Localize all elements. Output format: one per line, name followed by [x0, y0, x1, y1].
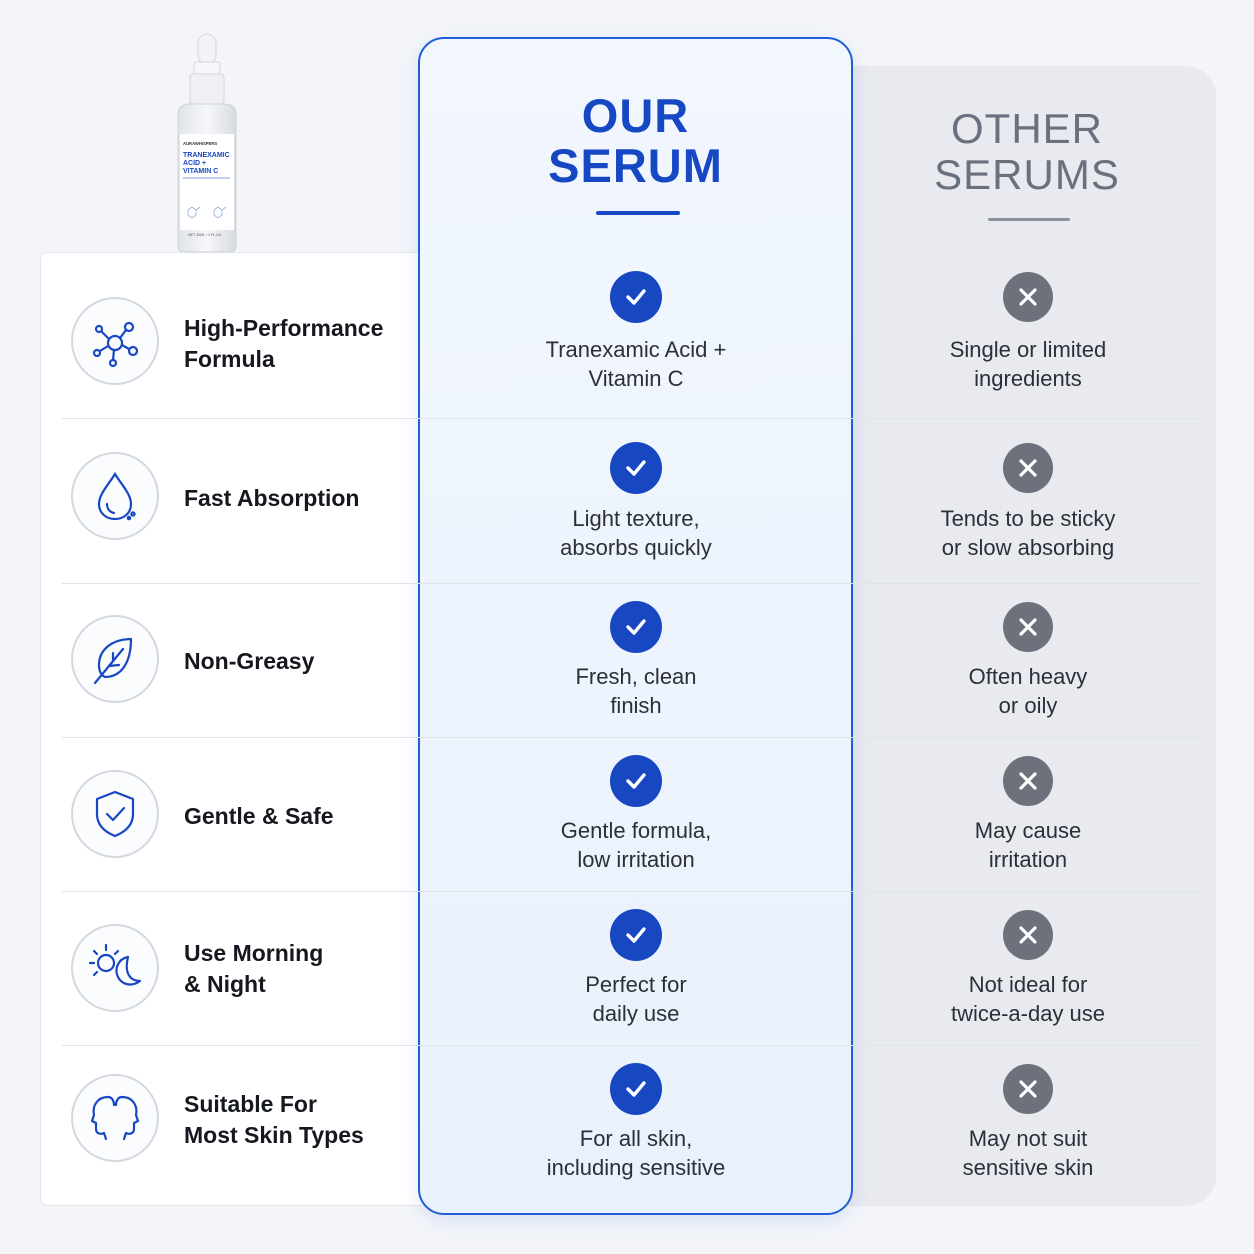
x-icon	[1003, 272, 1053, 322]
ours-cell-absorption: Light texture, absorbs quickly	[560, 506, 712, 560]
bottle-name-line-3: VITAMIN C	[183, 168, 218, 175]
check-icon	[610, 271, 662, 323]
feature-label-formula: High-Performance Formula	[184, 315, 384, 372]
other-serums-title: OTHER SERUMS	[934, 105, 1120, 198]
ours-cell-gentle: Gentle formula, low irritation	[560, 818, 712, 872]
check-icon	[610, 1063, 662, 1115]
x-icon	[1003, 443, 1053, 493]
ours-cell-skin-types: For all skin, including sensitive	[546, 1126, 726, 1180]
check-icon	[610, 755, 662, 807]
others-cell-gentle: May cause irritation	[974, 818, 1082, 872]
others-cell-absorption: Tends to be sticky or slow absorbing	[940, 506, 1116, 560]
bottle-brand: AURAWHISPERS	[183, 141, 217, 146]
x-icon	[1003, 1064, 1053, 1114]
row-divider	[62, 1045, 1200, 1046]
row-divider	[62, 891, 1200, 892]
row-divider	[62, 418, 1200, 419]
others-cell-morning-night: Not ideal for twice-a-day use	[950, 972, 1106, 1026]
serum-bottle-image: AURAWHISPERS TRANEXAMIC ACID + VITAMIN C…	[177, 33, 237, 253]
bottle-volume: NET 30ML / 1 FL.OZ	[188, 233, 222, 237]
others-cell-formula: Single or limited ingredients	[949, 337, 1107, 391]
row-divider	[62, 737, 1200, 738]
leaf-icon	[71, 615, 159, 703]
feature-card	[40, 252, 440, 1206]
bottle-name-line-2: ACID +	[183, 160, 206, 167]
check-icon	[610, 601, 662, 653]
other-serums-underline	[988, 218, 1070, 221]
feature-label-skin-types: Suitable For Most Skin Types	[184, 1091, 364, 1148]
ours-cell-morning-night: Perfect for daily use	[585, 972, 687, 1026]
shield-check-icon	[71, 770, 159, 858]
ours-cell-formula: Tranexamic Acid + Vitamin C	[545, 337, 727, 391]
faces-icon	[71, 1074, 159, 1162]
x-icon	[1003, 756, 1053, 806]
others-cell-skin-types: May not suit sensitive skin	[962, 1126, 1094, 1180]
droplet-icon	[71, 452, 159, 540]
ours-cell-non-greasy: Fresh, clean finish	[575, 664, 697, 718]
sun-moon-icon	[71, 924, 159, 1012]
molecule-icon	[71, 297, 159, 385]
x-icon	[1003, 602, 1053, 652]
feature-label-non-greasy: Non-Greasy	[184, 648, 315, 674]
our-serum-underline	[596, 211, 680, 215]
check-icon	[610, 909, 662, 961]
row-divider	[62, 583, 1200, 584]
others-cell-non-greasy: Often heavy or oily	[968, 664, 1088, 718]
x-icon	[1003, 910, 1053, 960]
feature-label-gentle: Gentle & Safe	[184, 803, 334, 829]
bottle-name-line-1: TRANEXAMIC	[183, 152, 230, 159]
check-icon	[610, 442, 662, 494]
feature-label-absorption: Fast Absorption	[184, 485, 360, 511]
feature-label-morning-night: Use Morning & Night	[184, 940, 324, 997]
our-serum-title: OUR SERUM	[548, 89, 723, 192]
